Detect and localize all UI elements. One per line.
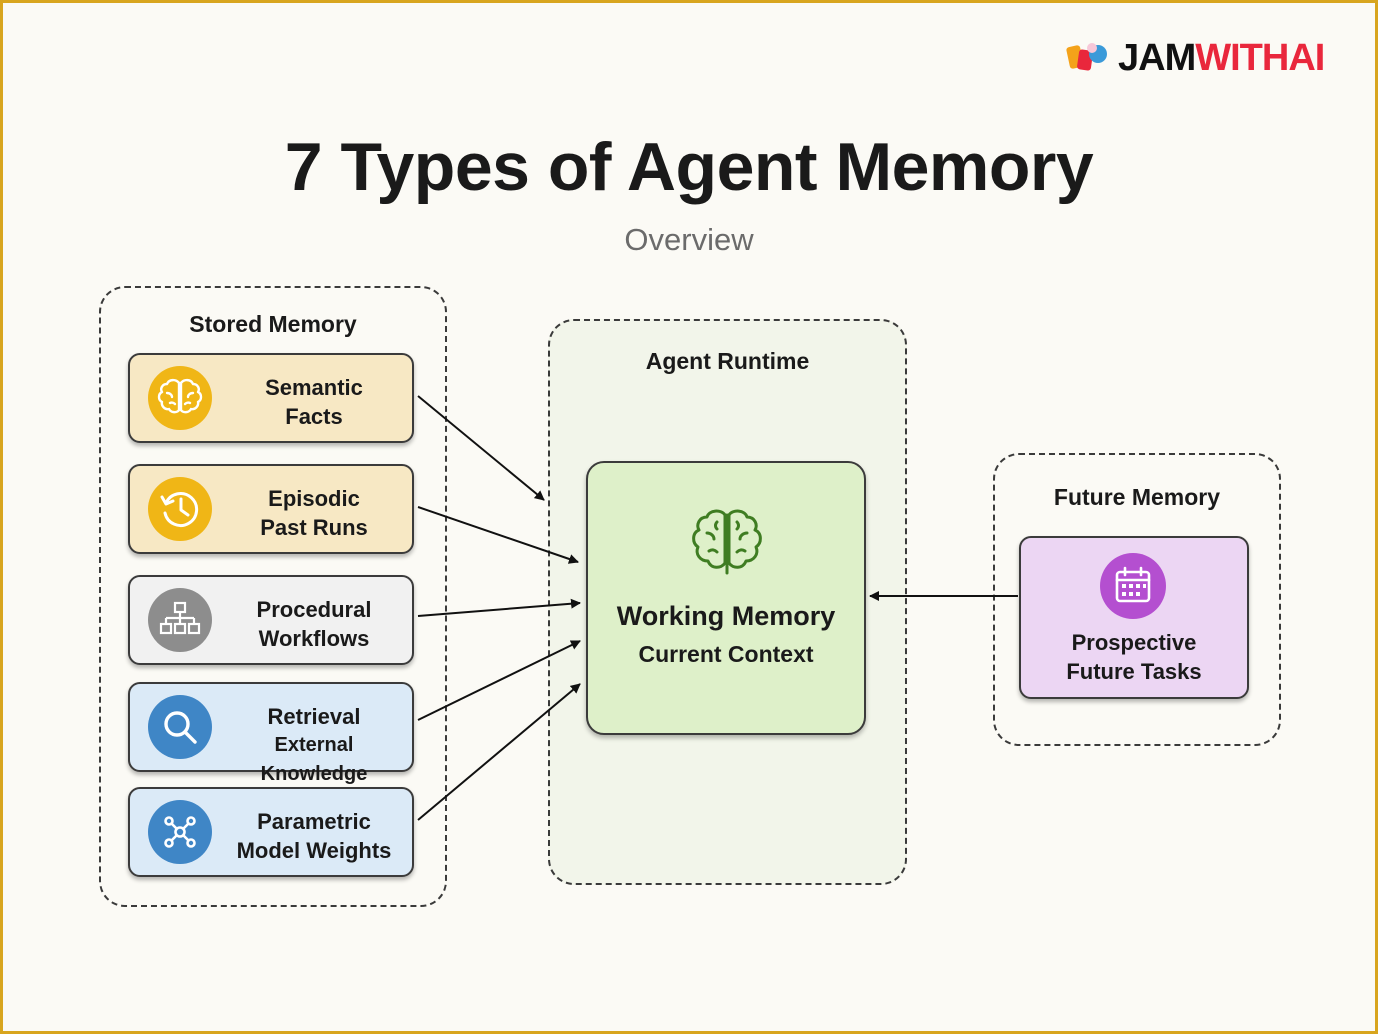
procedural-desc: Workflows xyxy=(258,626,370,651)
brand-wordmark: JAMWITHAI xyxy=(1118,36,1325,80)
prospective-memory-card: Prospective Future Tasks xyxy=(1019,536,1249,699)
brand-part1: JAM xyxy=(1118,37,1196,79)
brain-icon xyxy=(692,509,762,575)
arrow-semantic-to-working xyxy=(417,395,545,501)
network-icon xyxy=(148,800,212,864)
history-icon xyxy=(148,477,212,541)
arrow-procedural-to-working xyxy=(417,598,581,617)
prospective-label: Prospective Future Tasks xyxy=(1021,628,1247,686)
stored-memory-group: Stored Memory xyxy=(99,286,447,907)
arrow-episodic-to-working xyxy=(417,506,579,564)
future-memory-title: Future Memory xyxy=(1053,484,1221,510)
stored-memory-title: Stored Memory xyxy=(189,311,357,337)
episodic-memory-card: Episodic Past Runs xyxy=(128,464,414,554)
retrieval-name: Retrieval xyxy=(267,704,361,729)
working-memory-desc: Current Context xyxy=(638,641,814,667)
prospective-desc: Future Tasks xyxy=(1066,659,1202,684)
episodic-name: Episodic xyxy=(268,486,360,511)
procedural-label: Procedural Workflows xyxy=(220,595,408,653)
procedural-name: Procedural xyxy=(256,597,372,622)
working-memory-name: Working Memory xyxy=(616,601,836,631)
episodic-label: Episodic Past Runs xyxy=(220,484,408,542)
agent-runtime-title: Agent Runtime xyxy=(645,348,810,374)
parametric-label: Parametric Model Weights xyxy=(220,807,408,865)
arrow-parametric-to-working xyxy=(417,683,581,821)
parametric-memory-card: Parametric Model Weights xyxy=(128,787,414,877)
search-icon xyxy=(148,695,212,759)
episodic-desc: Past Runs xyxy=(260,515,368,540)
page-title: 7 Types of Agent Memory xyxy=(284,129,1094,205)
brand-logo: JAMWITHAI xyxy=(1066,36,1336,80)
calendar-icon xyxy=(1100,553,1166,619)
future-memory-group: Future Memory xyxy=(993,453,1281,746)
semantic-memory-card: Semantic Facts xyxy=(128,353,414,443)
brand-mark-icon xyxy=(1066,43,1107,71)
retrieval-desc: External Knowledge xyxy=(260,734,368,785)
retrieval-memory-card: Retrieval External Knowledge xyxy=(128,682,414,785)
brain-icon xyxy=(148,366,212,430)
working-memory-card: Working Memory Current Context xyxy=(586,461,866,735)
prospective-name: Prospective xyxy=(1071,630,1197,655)
retrieval-label: Retrieval External Knowledge xyxy=(220,702,408,789)
hierarchy-icon xyxy=(148,588,212,652)
parametric-desc: Model Weights xyxy=(236,838,392,863)
arrow-retrieval-to-working xyxy=(417,640,581,721)
semantic-label: Semantic Facts xyxy=(220,373,408,431)
semantic-desc: Facts xyxy=(285,404,343,429)
parametric-name: Parametric xyxy=(257,809,371,834)
page-subtitle: Overview xyxy=(624,222,754,257)
brand-part2: WITHAI xyxy=(1195,37,1325,79)
semantic-name: Semantic xyxy=(265,375,363,400)
procedural-memory-card: Procedural Workflows xyxy=(128,575,414,665)
